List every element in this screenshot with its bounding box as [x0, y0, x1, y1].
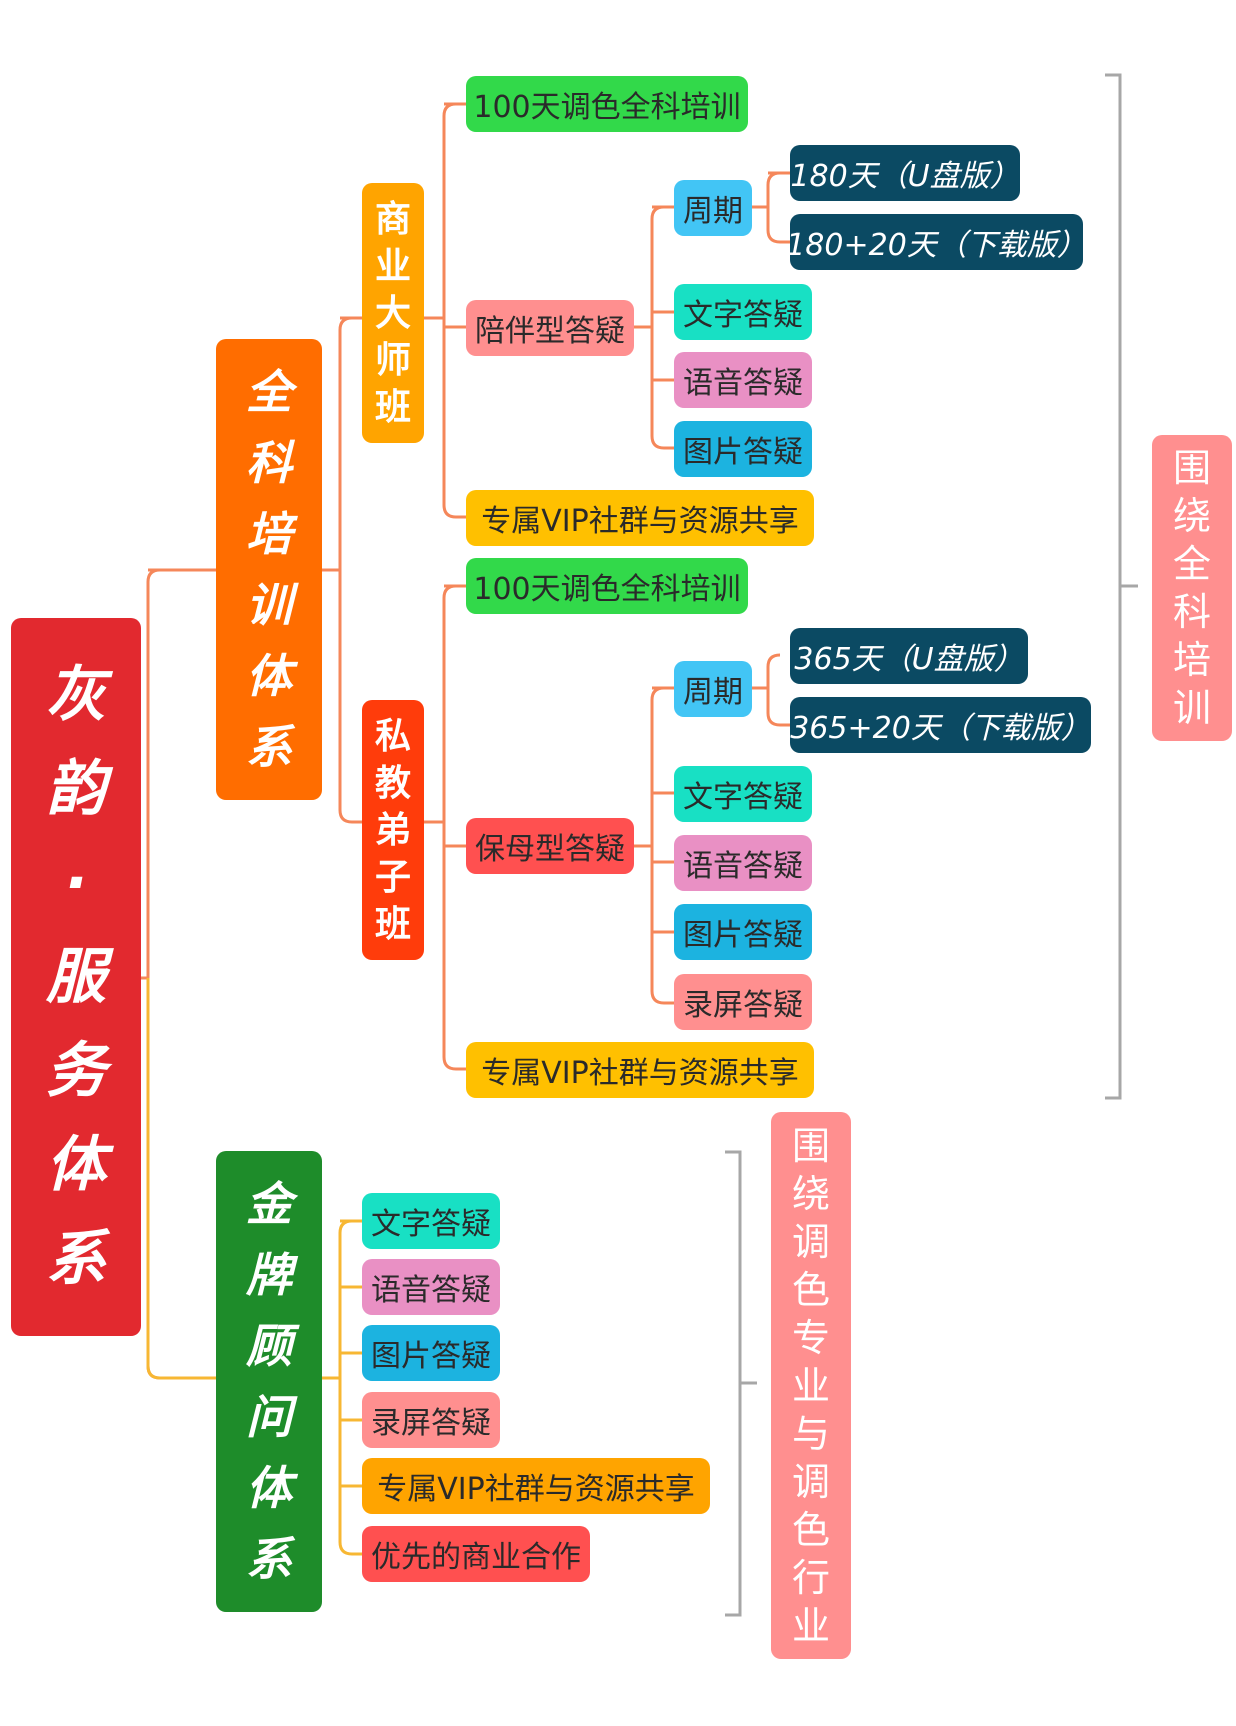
- side-note-char: 训: [1172, 686, 1211, 730]
- business-cycle-option[interactable]: 180天（U盘版）: [790, 145, 1020, 201]
- connector-business-children: [422, 102, 466, 519]
- root-char: 韵: [46, 754, 106, 824]
- bracket-full-training: [1105, 73, 1138, 1100]
- side-note-char: 围: [791, 1123, 830, 1168]
- connector-full-to-classes: [320, 316, 362, 824]
- bracket-color-industry: [725, 1150, 757, 1617]
- business-cycle-node[interactable]: 周期: [674, 180, 752, 236]
- branch-char: 科: [246, 435, 292, 490]
- side-note-color-industry: 围 绕 调 色 专 业 与 调 色 行 业: [771, 1112, 851, 1659]
- branch-char: 系: [246, 1531, 292, 1586]
- side-note-char: 培: [1172, 638, 1211, 682]
- private-qa-image[interactable]: 图片答疑: [674, 904, 812, 960]
- class-business-master[interactable]: 商 业 大 师 班: [362, 183, 424, 443]
- business-qa-type-node[interactable]: 陪伴型答疑: [466, 300, 634, 356]
- business-training-node[interactable]: 100天调色全科培训: [466, 76, 748, 132]
- private-training-node[interactable]: 100天调色全科培训: [466, 558, 748, 614]
- class-char: 子: [374, 856, 411, 898]
- root-char: 灰: [46, 660, 106, 730]
- business-qa-image[interactable]: 图片答疑: [674, 421, 812, 477]
- side-note-char: 绕: [791, 1171, 830, 1216]
- root-node[interactable]: 灰 韵 · 服 务 体 系: [11, 618, 141, 1336]
- side-note-char: 色: [791, 1507, 830, 1552]
- private-qa-screen[interactable]: 录屏答疑: [674, 974, 812, 1030]
- class-char: 商: [374, 198, 411, 240]
- private-qa-voice[interactable]: 语音答疑: [674, 835, 812, 891]
- side-note-char: 围: [1172, 446, 1211, 490]
- branch-char: 体: [246, 648, 292, 703]
- side-note-full-training: 围 绕 全 科 培 训: [1152, 435, 1232, 741]
- side-note-char: 行: [791, 1555, 830, 1600]
- branch-char: 系: [246, 719, 292, 774]
- branch-char: 训: [246, 577, 292, 632]
- connector-cycle1-children: [752, 171, 790, 244]
- side-note-char: 调: [791, 1219, 830, 1264]
- business-cycle-option[interactable]: 180+20天（下载版）: [786, 214, 1087, 270]
- private-cycle-node[interactable]: 周期: [674, 661, 752, 717]
- branch-gold-advisor[interactable]: 金 牌 顾 问 体 系: [216, 1151, 322, 1612]
- branch-char: 全: [246, 364, 292, 419]
- branch-char: 牌: [246, 1247, 292, 1302]
- side-note-char: 业: [791, 1363, 830, 1408]
- side-note-char: 专: [791, 1315, 830, 1360]
- branch-full-training[interactable]: 全 科 培 训 体 系: [216, 339, 322, 800]
- gold-qa-voice[interactable]: 语音答疑: [362, 1259, 500, 1315]
- side-note-char: 业: [791, 1603, 830, 1648]
- class-char: 教: [374, 762, 411, 804]
- connector-accompany-children: [632, 205, 674, 450]
- connector-gold-children: [320, 1219, 362, 1556]
- class-char: 师: [374, 339, 411, 381]
- business-qa-text[interactable]: 文字答疑: [674, 284, 812, 340]
- branch-char: 问: [246, 1389, 292, 1444]
- connector-private-children: [422, 584, 466, 1071]
- private-qa-text[interactable]: 文字答疑: [674, 766, 812, 822]
- private-qa-type-node[interactable]: 保母型答疑: [466, 818, 634, 874]
- class-private-disciple[interactable]: 私 教 弟 子 班: [362, 700, 424, 960]
- class-char: 大: [374, 292, 411, 334]
- side-note-char: 色: [791, 1267, 830, 1312]
- connector-cycle2-children: [752, 653, 790, 727]
- gold-qa-screen[interactable]: 录屏答疑: [362, 1392, 500, 1448]
- root-char: ·: [64, 848, 88, 918]
- gold-qa-text[interactable]: 文字答疑: [362, 1193, 500, 1249]
- root-char: 服: [46, 942, 106, 1012]
- branch-char: 金: [246, 1176, 292, 1231]
- class-char: 业: [374, 245, 411, 287]
- connector-nanny-children: [632, 686, 674, 1005]
- private-cycle-option[interactable]: 365+20天（下载版）: [790, 697, 1091, 753]
- side-note-char: 全: [1172, 542, 1211, 586]
- class-char: 班: [374, 903, 411, 945]
- class-char: 班: [374, 386, 411, 428]
- gold-qa-image[interactable]: 图片答疑: [362, 1325, 500, 1381]
- branch-char: 顾: [246, 1318, 292, 1373]
- private-community-node[interactable]: 专属VIP社群与资源共享: [466, 1042, 814, 1098]
- private-cycle-option[interactable]: 365天（U盘版）: [790, 628, 1028, 684]
- branch-char: 体: [246, 1460, 292, 1515]
- gold-community-node[interactable]: 专属VIP社群与资源共享: [362, 1458, 710, 1514]
- side-note-char: 调: [791, 1459, 830, 1504]
- business-qa-voice[interactable]: 语音答疑: [674, 352, 812, 408]
- gold-business-cooperation-node[interactable]: 优先的商业合作: [362, 1526, 590, 1582]
- side-note-char: 与: [791, 1411, 830, 1456]
- root-char: 务: [46, 1036, 106, 1106]
- connector-root-to-gold: [146, 978, 216, 1380]
- business-community-node[interactable]: 专属VIP社群与资源共享: [466, 490, 814, 546]
- class-char: 弟: [374, 809, 411, 851]
- side-note-char: 科: [1172, 590, 1211, 634]
- side-note-char: 绕: [1172, 494, 1211, 538]
- root-char: 体: [46, 1130, 106, 1200]
- class-char: 私: [374, 715, 411, 757]
- root-char: 系: [46, 1224, 106, 1294]
- branch-char: 培: [246, 506, 292, 561]
